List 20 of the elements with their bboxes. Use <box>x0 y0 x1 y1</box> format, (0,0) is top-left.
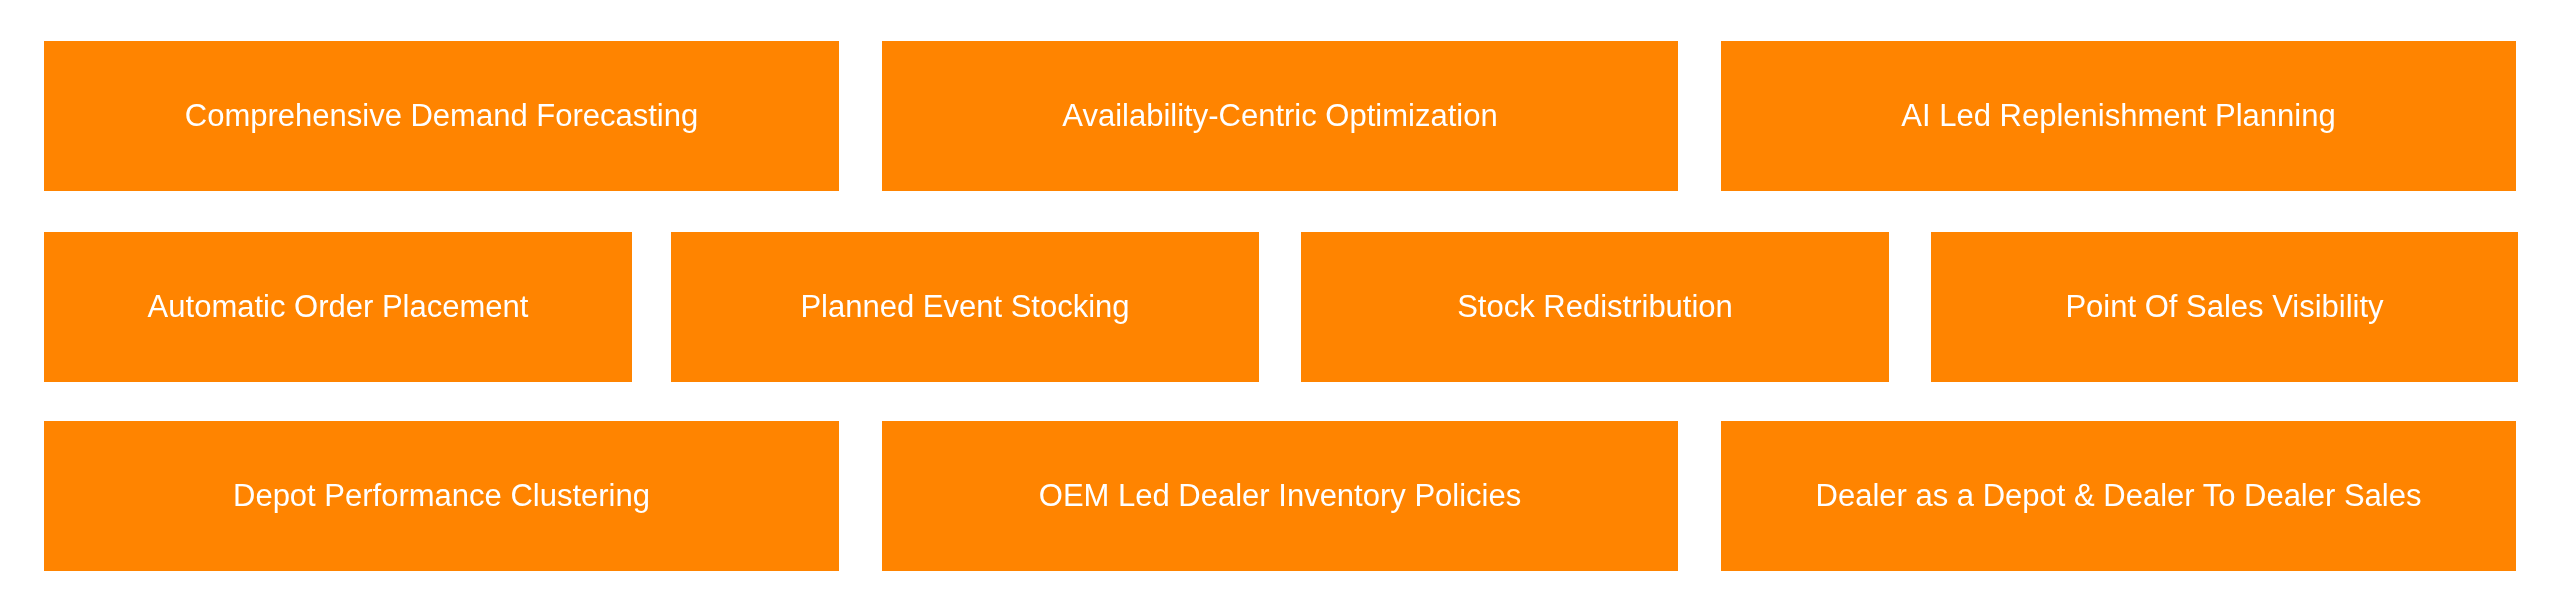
feature-box <box>1931 232 2518 382</box>
feature-box <box>44 421 839 571</box>
feature-box <box>1721 41 2516 191</box>
feature-box <box>44 232 632 382</box>
feature-box <box>1721 421 2516 571</box>
feature-label: AI Led Replenishment Planning <box>1901 98 2336 134</box>
feature-label: Stock Redistribution <box>1457 289 1733 325</box>
feature-label: Planned Event Stocking <box>800 289 1130 325</box>
feature-box <box>44 41 839 191</box>
feature-label: Dealer as a Depot & Dealer To Dealer Sales <box>1815 478 2422 514</box>
feature-box <box>882 421 1678 571</box>
feature-label: Comprehensive Demand Forecasting <box>184 98 699 134</box>
feature-label: Depot Performance Clustering <box>233 478 650 514</box>
feature-label: Availability-Centric Optimization <box>1062 98 1498 134</box>
feature-label: Automatic Order Placement <box>147 289 529 325</box>
feature-label: OEM Led Dealer Inventory Policies <box>1038 478 1522 514</box>
feature-box <box>1301 232 1889 382</box>
feature-box <box>671 232 1259 382</box>
feature-box <box>882 41 1678 191</box>
feature-label: Point Of Sales Visibility <box>2065 289 2384 325</box>
